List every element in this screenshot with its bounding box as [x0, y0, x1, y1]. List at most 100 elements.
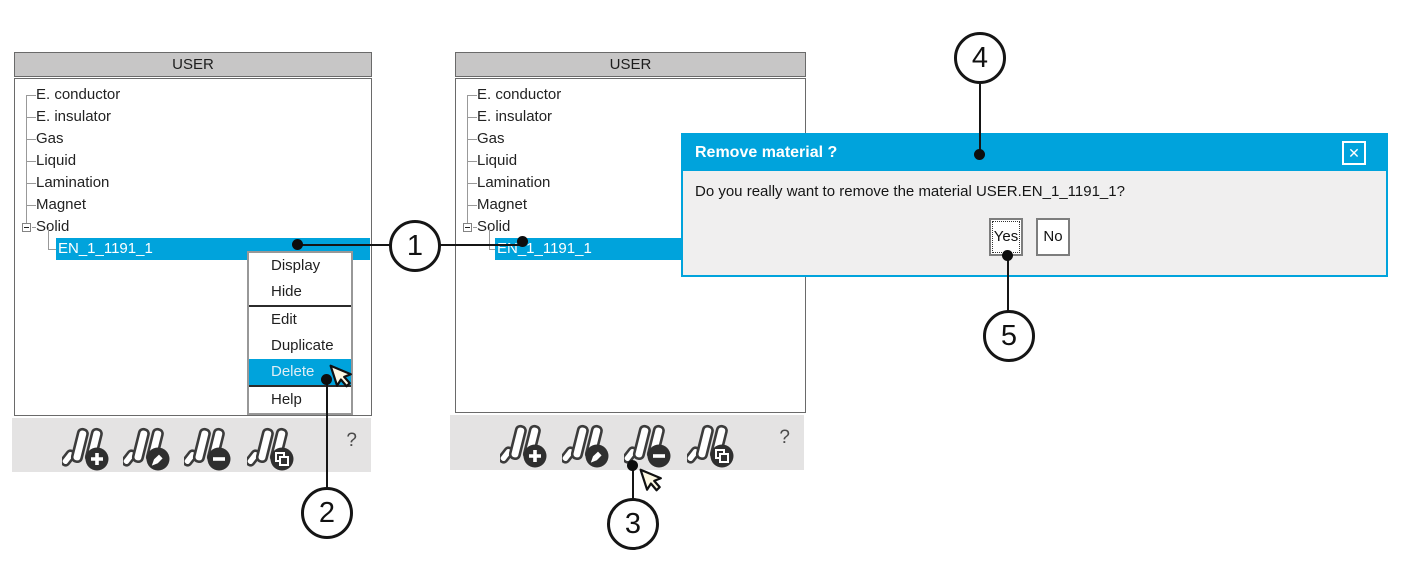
panel-title: USER — [609, 56, 652, 73]
tree-item-label: E. conductor — [477, 86, 562, 103]
tree-item-label: Lamination — [477, 174, 551, 191]
tree-tick — [467, 161, 477, 162]
panel-title-bar: USER — [14, 52, 372, 77]
tree-item-label: Magnet — [477, 196, 528, 213]
materials-toolbar-1: ? — [12, 418, 371, 472]
tree-item-label: Solid — [36, 218, 70, 235]
tree-item-liquid[interactable]: Liquid — [15, 150, 371, 172]
mouse-cursor-icon — [639, 468, 662, 492]
tree-tick — [26, 205, 36, 206]
tree-item-label: Liquid — [36, 152, 77, 169]
callout-5: 5 — [983, 310, 1035, 362]
callout-1: 1 — [389, 220, 441, 272]
dialog-title: Remove material ? — [695, 144, 838, 161]
connector-dot-5 — [1002, 250, 1013, 261]
tree-item-label: Gas — [477, 130, 505, 147]
connector-line-1b — [440, 244, 523, 246]
connector-line-5 — [1007, 256, 1009, 311]
tree-child-tick — [489, 249, 497, 250]
tree-tick — [467, 139, 477, 140]
connector-line-1a — [297, 244, 390, 246]
connector-dot-1b — [517, 236, 528, 247]
collapse-expander-icon[interactable] — [22, 223, 31, 232]
tree-item-lamination[interactable]: Lamination — [15, 172, 371, 194]
remove-material-dialog: Remove material ? ✕ Do you really want t… — [681, 133, 1388, 277]
tree-item-label: E. insulator — [36, 108, 112, 125]
delete-material-icon[interactable] — [624, 423, 674, 469]
help-button[interactable]: ? — [346, 430, 357, 451]
tree-child-tick — [48, 249, 56, 250]
tree-tick — [467, 117, 477, 118]
tree-item-label: EN_1_1191_1 — [58, 240, 153, 257]
new-material-icon[interactable] — [500, 423, 550, 469]
connector-dot-1a — [292, 239, 303, 250]
help-button[interactable]: ? — [779, 427, 790, 448]
tree-item-magnet[interactable]: Magnet — [15, 194, 371, 216]
menu-item-edit[interactable]: Edit — [271, 311, 297, 328]
menu-separator — [249, 305, 351, 307]
tree-child-guide-line — [489, 227, 490, 249]
tree-tick — [467, 95, 477, 96]
tree-child-guide-line — [48, 227, 49, 249]
delete-material-icon[interactable] — [184, 426, 234, 472]
yes-button[interactable]: Yes — [989, 218, 1023, 256]
connector-dot-3 — [627, 460, 638, 471]
tree-item-gas[interactable]: Gas — [15, 128, 371, 150]
tree-tick — [26, 161, 36, 162]
tree-item-liquid[interactable]: Liquid — [456, 150, 805, 172]
tree-item-label: E. insulator — [477, 108, 553, 125]
callout-3: 3 — [607, 498, 659, 550]
tree-item-label: EN_1_1191_1 — [497, 240, 592, 257]
tree-item-e-conductor[interactable]: E. conductor — [15, 84, 371, 106]
tree-tick — [26, 95, 36, 96]
connector-line-2 — [326, 380, 328, 488]
tree-tick — [26, 183, 36, 184]
callout-4: 4 — [954, 32, 1006, 84]
callout-2: 2 — [301, 487, 353, 539]
tree-tick — [467, 183, 477, 184]
edit-material-icon[interactable] — [123, 426, 173, 472]
new-material-icon[interactable] — [62, 426, 112, 472]
no-button[interactable]: No — [1036, 218, 1070, 256]
context-menu: Display Hide Edit Duplicate Delete Help — [247, 251, 353, 415]
dialog-message: Do you really want to remove the materia… — [695, 183, 1125, 200]
tree-item-lamination[interactable]: Lamination — [456, 172, 805, 194]
edit-material-icon[interactable] — [562, 423, 612, 469]
tree-item-label: Solid — [477, 218, 511, 235]
tree-tick — [473, 227, 477, 228]
tree-item-e-insulator[interactable]: E. insulator — [456, 106, 805, 128]
tree-item-label: Liquid — [477, 152, 518, 169]
mouse-cursor-icon — [329, 364, 352, 388]
menu-item-duplicate[interactable]: Duplicate — [271, 337, 334, 354]
menu-item-hide[interactable]: Hide — [271, 283, 302, 300]
menu-item-display[interactable]: Display — [271, 257, 321, 274]
tree-item-e-insulator[interactable]: E. insulator — [15, 106, 371, 128]
tree-item-gas[interactable]: Gas — [456, 128, 805, 150]
tree-item-magnet[interactable]: Magnet — [456, 194, 805, 216]
close-icon[interactable]: ✕ — [1342, 141, 1366, 165]
connector-dot-2 — [321, 374, 332, 385]
tree-item-e-conductor[interactable]: E. conductor — [456, 84, 805, 106]
panel-title-bar: USER — [455, 52, 806, 77]
collapse-expander-icon[interactable] — [463, 223, 472, 232]
connector-dot-4 — [974, 149, 985, 160]
tree-item-solid[interactable]: Solid — [456, 216, 805, 238]
dialog-title-bar[interactable]: Remove material ? — [683, 135, 1386, 171]
tree-tick — [26, 139, 36, 140]
tree-item-label: Gas — [36, 130, 64, 147]
duplicate-material-icon[interactable] — [687, 423, 737, 469]
tree-item-label: E. conductor — [36, 86, 121, 103]
tree-tick — [467, 205, 477, 206]
connector-line-3 — [632, 465, 634, 499]
tree-item-label: Lamination — [36, 174, 110, 191]
materials-toolbar-2: ? — [450, 415, 804, 470]
tree-item-solid[interactable]: Solid — [15, 216, 371, 238]
duplicate-material-icon[interactable] — [247, 426, 297, 472]
connector-line-4 — [979, 84, 981, 156]
tree-tick — [32, 227, 36, 228]
tree-item-label: Magnet — [36, 196, 87, 213]
tree-tick — [26, 117, 36, 118]
menu-separator — [249, 385, 351, 387]
menu-item-help[interactable]: Help — [271, 391, 302, 408]
